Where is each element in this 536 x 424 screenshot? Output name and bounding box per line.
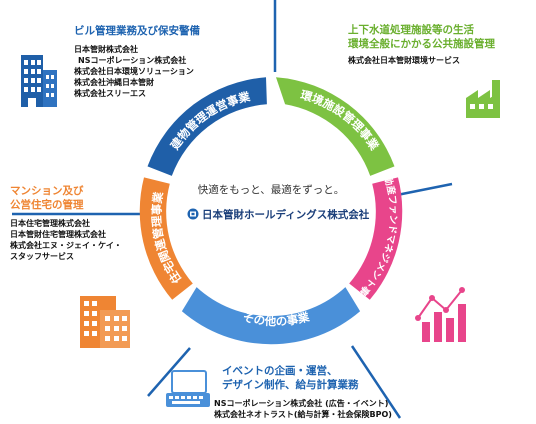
keyboard-icon bbox=[166, 370, 210, 407]
segment-label-other: その他の事業 bbox=[241, 309, 311, 328]
housing-group-title-line1: マンション及び bbox=[10, 185, 84, 197]
center-company-name: 日本管財ホールディングス株式会社 bbox=[202, 208, 370, 221]
building-group: ビル管理業務及び保安警備 日本管財株式会社 NSコーポレーション株式会社 株式会… bbox=[74, 24, 200, 99]
company-item: 日本住宅管理株式会社 bbox=[10, 219, 90, 228]
other-group-title-line1: イベントの企画・運営、 bbox=[222, 365, 338, 377]
company-item: 株式会社スリーエス bbox=[74, 89, 146, 98]
environment-group-title-line1: 上下水道処理施設等の生活 bbox=[348, 24, 474, 36]
company-item: 日本管財住宅管理株式会社 bbox=[10, 230, 106, 239]
other-group-companies: NSコーポレーション株式会社 (広告・イベント) 株式会社ネオトラスト(給与計算… bbox=[214, 398, 392, 420]
connector-line-bottom-right bbox=[350, 345, 402, 419]
apartment-icon bbox=[80, 296, 130, 348]
company-item: 日本管財株式会社 bbox=[74, 45, 138, 54]
connector-line-right bbox=[391, 182, 453, 198]
environment-group-title-line2: 環境全般にかかる公共施設管理 bbox=[348, 38, 495, 50]
office-building-icon bbox=[21, 55, 57, 107]
company-item: NSコーポレーション株式会社 bbox=[78, 56, 187, 65]
housing-group: マンション及び 公営住宅の管理 日本住宅管理株式会社 日本管財住宅管理株式会社 … bbox=[10, 184, 122, 262]
segment-housing bbox=[139, 177, 193, 300]
segment-building bbox=[147, 77, 267, 176]
segment-other bbox=[181, 287, 361, 345]
company-item: 株式会社沖縄日本管財 bbox=[74, 78, 154, 87]
company-item: NSコーポレーション株式会社 (広告・イベント) bbox=[214, 399, 389, 408]
company-logo-icon bbox=[187, 208, 199, 220]
company-item: 株式会社日本環境ソリューション bbox=[74, 67, 194, 76]
connector-line-bottom-left bbox=[147, 347, 191, 397]
growth-chart-icon bbox=[415, 287, 466, 342]
center-tagline: 快適をもっと、最適をずっと。 bbox=[198, 183, 345, 196]
other-group-title-line2: デザイン制作、給与計算業務 bbox=[222, 379, 359, 391]
segment-realestate bbox=[349, 177, 403, 300]
factory-icon bbox=[466, 80, 500, 118]
other-group: イベントの企画・運営、 デザイン制作、給与計算業務 bbox=[222, 364, 359, 392]
segment-environment bbox=[276, 77, 395, 176]
company-item: 株式会社ネオトラスト(給与計算・社会保険BPO) bbox=[214, 410, 392, 419]
environment-group: 上下水道処理施設等の生活 環境全般にかかる公共施設管理 株式会社日本管財環境サー… bbox=[348, 23, 495, 66]
company-item: 株式会社エヌ・ジェイ・ケイ・ bbox=[10, 241, 122, 250]
company-item: 株式会社日本管財環境サービス bbox=[348, 56, 460, 65]
housing-group-title-line2: 公営住宅の管理 bbox=[10, 199, 84, 211]
building-group-title: ビル管理業務及び保安警備 bbox=[74, 25, 200, 37]
company-item: スタッフサービス bbox=[10, 252, 74, 261]
